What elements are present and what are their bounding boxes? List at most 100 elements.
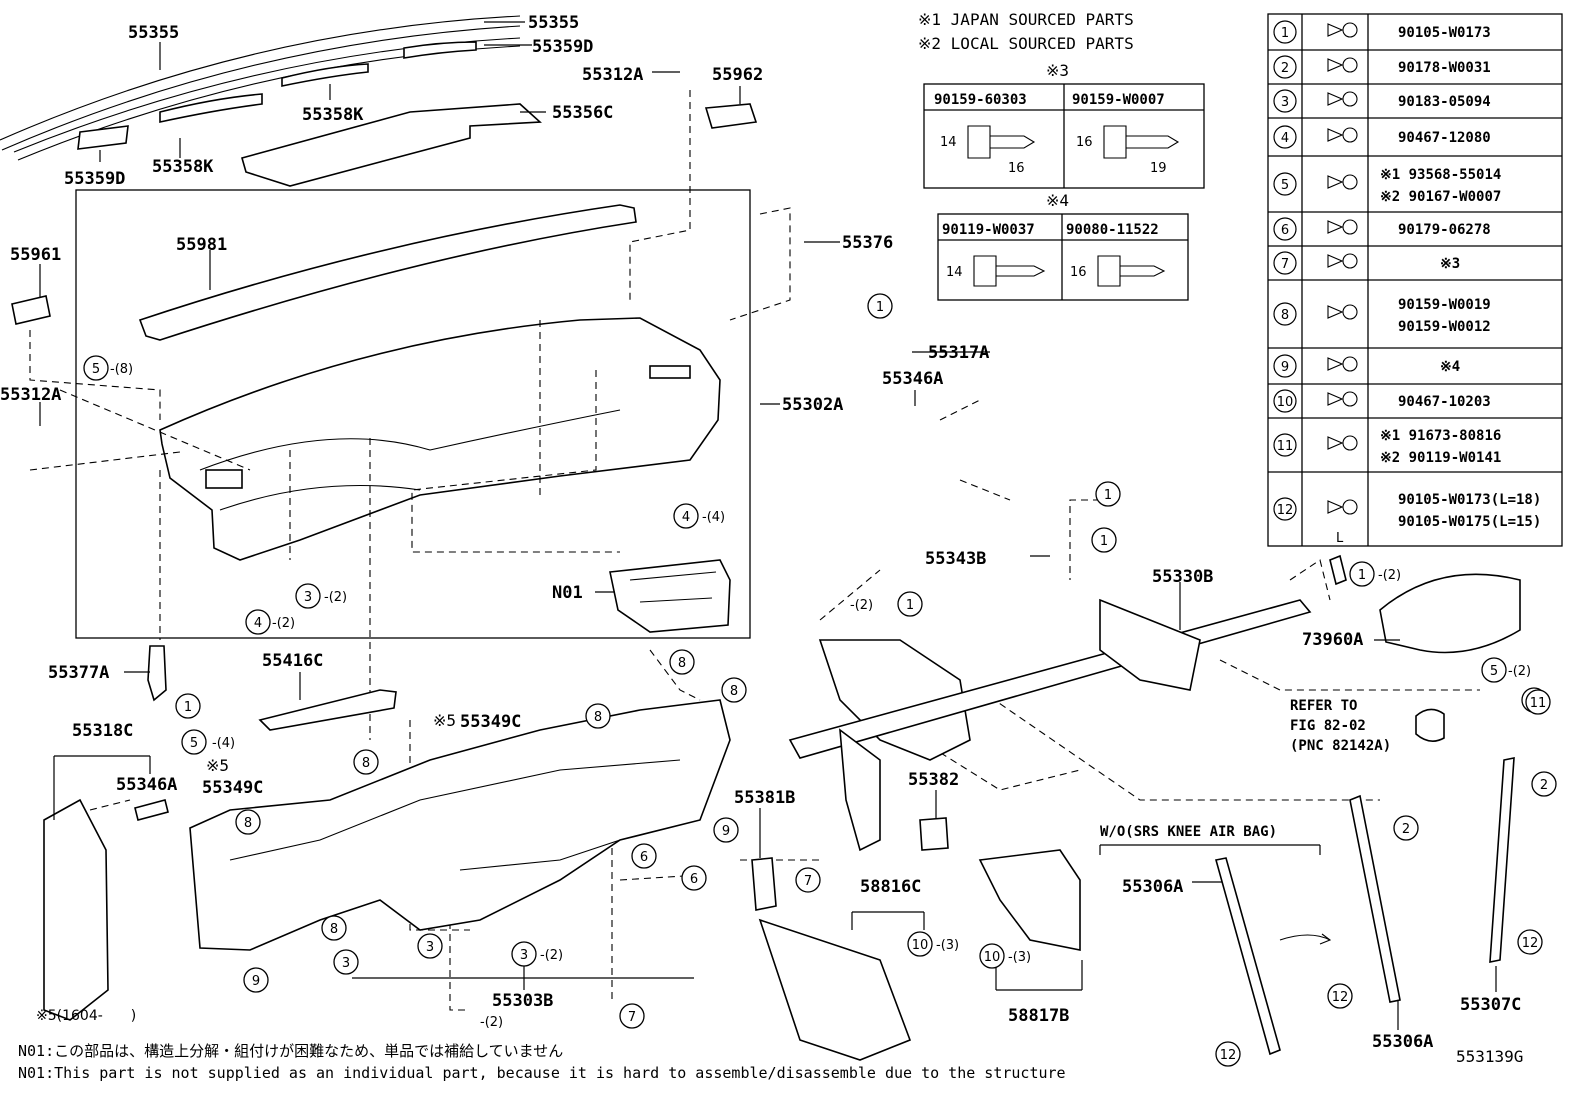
- dashed-leaders: [29, 90, 1480, 1011]
- quantity-label: -(2): [1508, 664, 1531, 679]
- circled-reference: 1: [867, 293, 893, 319]
- part-number: 90159-W0019: [1398, 297, 1491, 313]
- quantity-label: -(3): [936, 938, 959, 953]
- circled-reference-number: 3: [304, 590, 312, 605]
- circled-reference-number: 10: [912, 938, 929, 953]
- row-number: 11: [1277, 439, 1294, 454]
- circled-reference: 2: [1531, 771, 1557, 797]
- circled-reference-ring: [181, 729, 207, 755]
- t3-dim1b: 16: [1008, 161, 1025, 176]
- circled-reference-number: 12: [1220, 1048, 1237, 1063]
- circled-reference-ring: [511, 941, 537, 967]
- part-callout: N01: [552, 583, 583, 603]
- part-callout: 55355: [528, 13, 579, 33]
- ref5-mark-b: ※5: [433, 711, 456, 730]
- part-number-alt: 90159-W0012: [1398, 319, 1491, 335]
- circled-reference-ring: [235, 809, 261, 835]
- circled-reference: 7: [619, 1003, 645, 1029]
- circled-reference-number: 8: [330, 922, 338, 937]
- circled-reference-ring: [1393, 815, 1419, 841]
- circled-reference: 8: [585, 703, 611, 729]
- quantity-label: -(3): [1008, 950, 1031, 965]
- circled-reference: 6: [681, 865, 707, 891]
- circled-reference-number: 1: [906, 598, 914, 613]
- circled-reference-ring: [245, 609, 271, 635]
- circled-reference: 3: [417, 933, 443, 959]
- row-number: 9: [1281, 360, 1289, 375]
- circled-reference-ring: [1349, 561, 1375, 587]
- circled-reference: 3: [295, 583, 321, 609]
- circled-reference: 1: [175, 693, 201, 719]
- parts-table-row: 5※1 93568-55014※2 90167-W0007: [1268, 155, 1562, 205]
- circled-reference-ring: [681, 865, 707, 891]
- part-callout: 55961: [10, 245, 61, 265]
- circled-reference-number: 1: [184, 700, 192, 715]
- row-number-circle: [1273, 172, 1297, 196]
- fastener-icon: [1327, 254, 1344, 268]
- row-number: 12: [1277, 503, 1294, 518]
- row-number-circle: [1273, 20, 1297, 44]
- circled-reference-number: 5: [92, 362, 100, 377]
- circled-reference: 10: [907, 931, 933, 957]
- circled-reference-number: 6: [640, 850, 648, 865]
- part-number-alt: 90105-W0175(L=15): [1398, 514, 1541, 530]
- solid-leaders: [39, 21, 1497, 1030]
- t4-col1: 90119-W0037: [942, 222, 1035, 238]
- circled-reference-ring: [417, 933, 443, 959]
- fastener-icon: [1327, 23, 1344, 37]
- circled-reference-number: 5: [190, 736, 198, 751]
- fastener-head-icon: [1342, 356, 1358, 372]
- circled-reference-ring: [175, 693, 201, 719]
- part-callout: 55359D: [532, 37, 593, 57]
- fastener-head-icon: [1342, 127, 1358, 143]
- row-number-circle: [1273, 251, 1297, 275]
- part-number: 90467-10203: [1398, 394, 1491, 410]
- length-dim: L: [1336, 531, 1344, 546]
- fastener-head-icon: [1342, 435, 1358, 451]
- circled-reference-ring: [83, 355, 109, 381]
- circled-reference-number: 8: [678, 656, 686, 671]
- part-callout: 55346A: [116, 775, 177, 795]
- legend-local-sourced: ※2 LOCAL SOURCED PARTS: [918, 34, 1134, 53]
- circled-references: 1111112233334455566778888889910101112121…: [83, 293, 1557, 1067]
- circled-reference-number: 4: [682, 510, 690, 525]
- fastener-head-icon: [1342, 499, 1358, 515]
- circled-reference-ring: [1525, 689, 1551, 715]
- circled-reference-number: 7: [804, 874, 812, 889]
- part-callout: 55312A: [0, 385, 61, 405]
- part-callout: 55302A: [782, 395, 843, 415]
- part-callout: 55303B: [492, 991, 553, 1011]
- part-number: ※1 91673-80816: [1380, 428, 1501, 444]
- circled-reference: 5: [1481, 657, 1507, 683]
- ref5-mark-a: ※5: [206, 756, 229, 775]
- row-number: 2: [1281, 61, 1289, 76]
- circled-reference-ring: [353, 749, 379, 775]
- circled-reference: 12: [1517, 929, 1543, 955]
- part-number: 90183-05094: [1398, 94, 1491, 110]
- legend-mark3: ※3: [1046, 61, 1069, 80]
- instrument-panel-drawing: [11, 103, 758, 633]
- fastener-icon: [1327, 58, 1344, 72]
- row-number-circle: [1273, 302, 1297, 326]
- part-callout: 55962: [712, 65, 763, 85]
- circled-reference-ring: [673, 503, 699, 529]
- row-number: 6: [1281, 223, 1289, 238]
- legend-block: ※1 JAPAN SOURCED PARTS ※2 LOCAL SOURCED …: [918, 10, 1205, 301]
- refer-to-label: REFER TO: [1290, 698, 1357, 714]
- part-callout: 58817B: [1008, 1006, 1069, 1026]
- part-callout: 55330B: [1152, 567, 1213, 587]
- quantity-label: -(2): [272, 616, 295, 631]
- circled-reference-number: 8: [362, 756, 370, 771]
- t3-dim2b: 19: [1150, 161, 1167, 176]
- circled-reference: 9: [713, 817, 739, 843]
- circled-reference-ring: [1481, 657, 1507, 683]
- part-number-alt: ※2 90167-W0007: [1380, 189, 1501, 205]
- fastener-head-icon: [1342, 22, 1358, 38]
- circled-reference-number: 3: [342, 956, 350, 971]
- part-callout: 55382: [908, 770, 959, 790]
- row-number: 1: [1281, 26, 1289, 41]
- circled-reference-ring: [333, 949, 359, 975]
- circled-reference: 5: [181, 729, 207, 755]
